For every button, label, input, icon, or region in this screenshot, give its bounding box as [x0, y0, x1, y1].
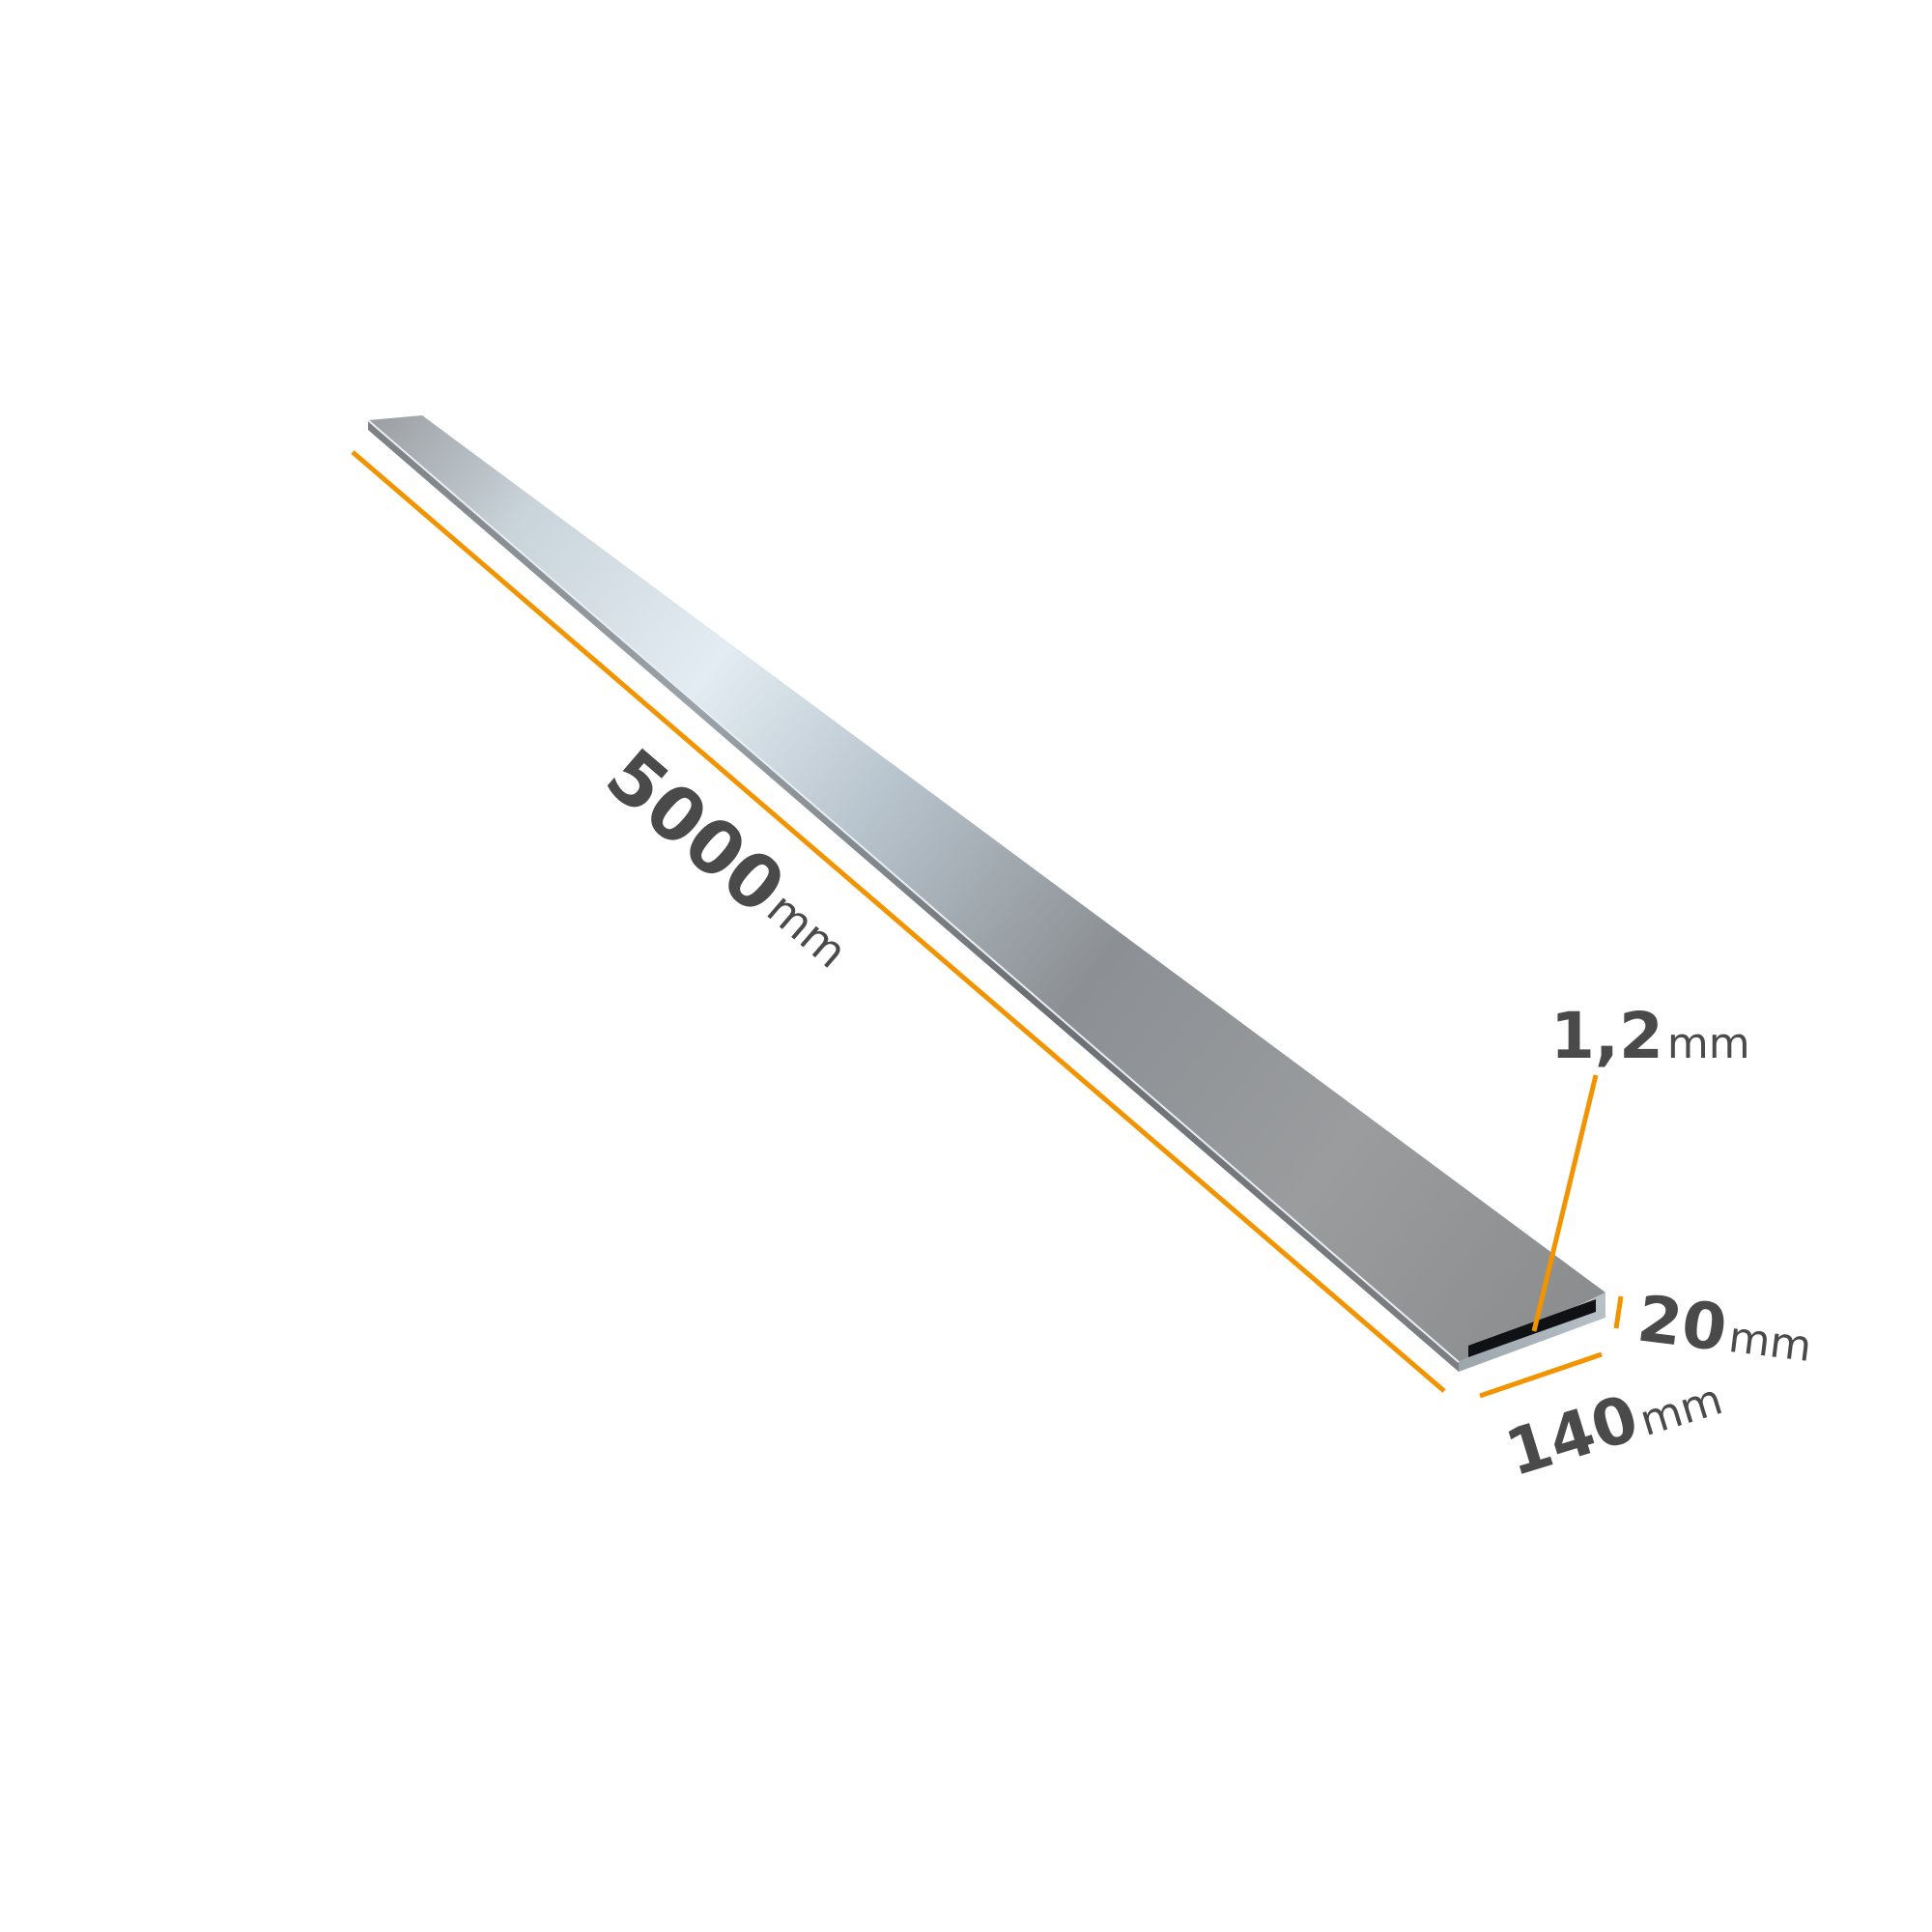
dimension-lines	[351, 450, 1624, 1399]
profile-top-face	[368, 415, 1605, 1362]
height-label: 20mm	[1634, 1281, 1817, 1377]
width-unit: mm	[1634, 1375, 1728, 1446]
height-dimension-line	[1613, 1295, 1624, 1329]
metal-profile-bar	[367, 415, 1605, 1372]
height-value: 20	[1634, 1281, 1731, 1366]
svg-text:20mm: 20mm	[1634, 1281, 1817, 1377]
thickness-unit: mm	[1667, 1019, 1750, 1068]
svg-text:1,2mm: 1,2mm	[1550, 999, 1750, 1073]
length-dimension-line	[351, 450, 1446, 1393]
thickness-value: 1,2	[1550, 999, 1663, 1073]
width-value: 140	[1497, 1380, 1646, 1491]
width-dimension-line	[1479, 1351, 1603, 1399]
profile-opening	[1468, 1299, 1596, 1357]
profile-side-face	[368, 420, 1459, 1372]
thickness-leader-line	[1531, 1074, 1599, 1332]
thickness-label: 1,2mm	[1550, 999, 1750, 1073]
profile-top-edge-highlight	[367, 419, 1460, 1363]
height-unit: mm	[1726, 1313, 1814, 1372]
